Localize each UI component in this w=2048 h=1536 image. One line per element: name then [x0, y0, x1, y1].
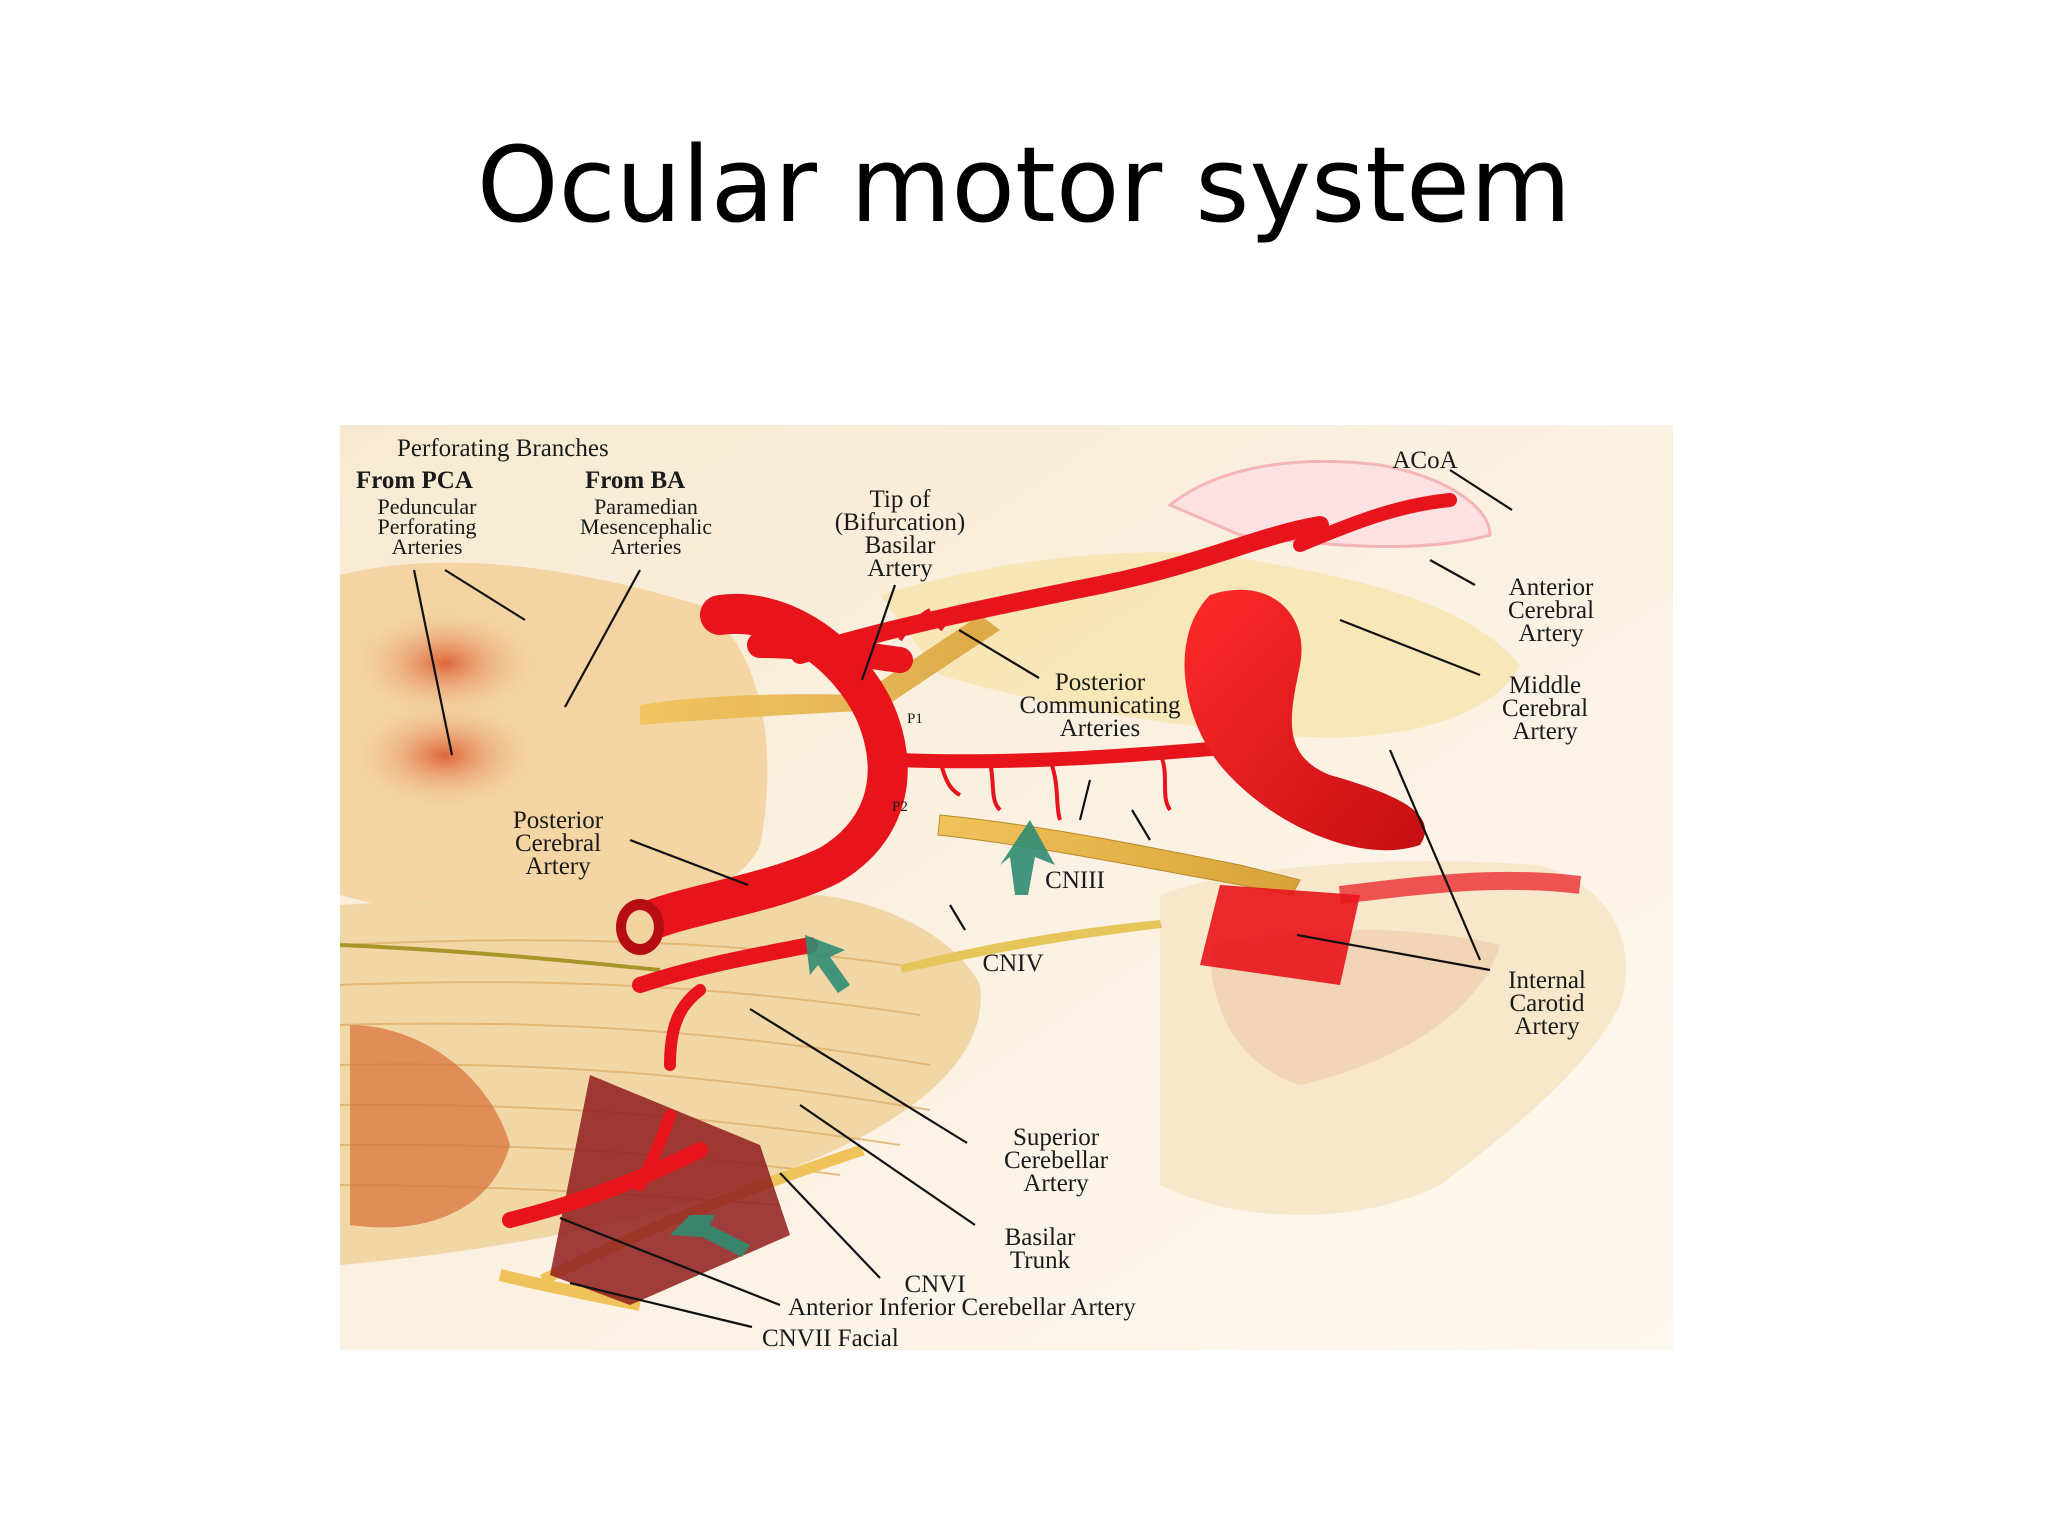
label-tip-line: Tip of — [870, 486, 932, 513]
label-sca-line: Artery — [1023, 1170, 1089, 1197]
label-from-pca: From PCA — [356, 467, 473, 494]
label-pcomm-line: Posterior — [1055, 669, 1146, 696]
label-paramedian-arteries: Paramedian Mesencephalic Arteries — [580, 494, 712, 559]
label-middle-cerebral-line: Artery — [1512, 718, 1578, 745]
label-internal-carotid-artery: Internal Carotid Artery — [1508, 967, 1586, 1040]
basilar-trunk-upper — [664, 984, 706, 1071]
acoa-loop-tissue — [1167, 459, 1492, 549]
aica-artery — [502, 1142, 708, 1228]
label-ica-line: Carotid — [1510, 990, 1585, 1017]
label-p2: P2 — [892, 799, 908, 815]
internal-carotid-segment — [1200, 885, 1360, 985]
posterior-cerebral-lumen-inner — [626, 910, 654, 944]
label-pcomm-line: Communicating — [1019, 692, 1181, 719]
label-superior-cerebellar-artery: Superior Cerebellar Artery — [1004, 1124, 1109, 1197]
label-pca-line: Artery — [525, 853, 591, 880]
pons-tissue — [340, 895, 981, 1265]
anatomy-svg: Perforating Branches From PCA From BA Pe… — [340, 425, 1673, 1350]
label-pca-line: Cerebral — [515, 830, 601, 857]
label-anterior-cerebral-line: Anterior — [1509, 574, 1594, 601]
label-pca-line: Posterior — [513, 807, 604, 834]
label-sca-line: Cerebellar — [1004, 1147, 1109, 1174]
label-pcomm-line: Arteries — [1060, 715, 1141, 742]
perforating-branches — [898, 603, 1172, 821]
label-anterior-cerebral-line: Artery — [1518, 620, 1584, 647]
slide-title: Ocular motor system — [476, 124, 1572, 246]
label-paramedian-line: Mesencephalic — [580, 514, 712, 539]
label-cniii: CNIII — [1045, 867, 1105, 894]
internal-carotid-distal — [1338, 871, 1582, 904]
label-ica-line: Artery — [1514, 1013, 1580, 1040]
medulla-region — [350, 1025, 510, 1228]
label-peduncular-line: Arteries — [392, 534, 463, 559]
label-peduncular-line: Perforating — [378, 514, 477, 539]
basilar-trunk-lower — [634, 1109, 676, 1191]
peduncle-region-lower — [350, 700, 540, 810]
cniv-nerve-posterior — [340, 943, 661, 972]
arrow-cnvi — [670, 1215, 750, 1257]
label-sca-line: Superior — [1013, 1124, 1100, 1151]
nerve-upper — [640, 615, 1000, 725]
nerve-arrows — [670, 820, 1055, 1257]
label-paramedian-line: Paramedian — [594, 494, 698, 519]
middle-cerebral-artery — [1184, 589, 1426, 851]
label-tip-line: Artery — [867, 555, 933, 582]
label-tip-line: (Bifurcation) — [835, 509, 966, 536]
label-p1: P1 — [907, 711, 923, 727]
label-middle-cerebral-artery: Middle Cerebral Artery — [1502, 672, 1588, 745]
label-peduncular-arteries: Peduncular Perforating Arteries — [378, 494, 478, 559]
arrow-cniii — [1000, 820, 1055, 895]
cnvi-nerve — [540, 1145, 865, 1285]
label-posterior-cerebral-artery: Posterior Cerebral Artery — [513, 807, 604, 880]
label-perforating-branches: Perforating Branches — [397, 435, 609, 462]
label-cnvii: CNVII Facial — [762, 1325, 899, 1350]
label-tip-line: Basilar — [865, 532, 936, 559]
label-basilar-trunk-line: Trunk — [1010, 1247, 1071, 1274]
anterior-cerebral-artery — [1293, 493, 1457, 552]
label-tip-basilar-artery: Tip of (Bifurcation) Basilar Artery — [835, 486, 966, 582]
label-ica-line: Internal — [1508, 967, 1586, 994]
label-basilar-trunk-line: Basilar — [1005, 1224, 1076, 1251]
label-middle-cerebral-line: Cerebral — [1502, 695, 1588, 722]
arterial-tree — [502, 493, 1582, 1228]
leader-lines — [412, 469, 1513, 1329]
label-paramedian-line: Arteries — [611, 534, 682, 559]
peduncle-region-upper — [350, 608, 540, 718]
label-posterior-communicating-arteries: Posterior Communicating Arteries — [1019, 669, 1181, 742]
anatomy-illustration: Perforating Branches From PCA From BA Pe… — [340, 425, 1673, 1350]
label-anterior-cerebral-line: Cerebral — [1508, 597, 1594, 624]
label-cniv: CNIV — [982, 950, 1043, 977]
label-middle-cerebral-line: Middle — [1509, 672, 1581, 699]
label-acoa: ACoA — [1392, 447, 1457, 474]
label-anterior-cerebral-artery: Anterior Cerebral Artery — [1508, 574, 1594, 647]
label-from-ba: From BA — [585, 467, 685, 494]
arrow-cniv — [805, 935, 850, 993]
superior-cerebellar-artery — [632, 937, 818, 993]
label-aica: Anterior Inferior Cerebellar Artery — [788, 1294, 1136, 1321]
label-cnvi: CNVI — [904, 1271, 965, 1298]
label-peduncular-line: Peduncular — [378, 494, 478, 519]
upper-arterial-branch — [791, 516, 1329, 664]
label-basilar-trunk: Basilar Trunk — [1005, 1224, 1076, 1274]
cniv-nerve — [900, 920, 1162, 973]
